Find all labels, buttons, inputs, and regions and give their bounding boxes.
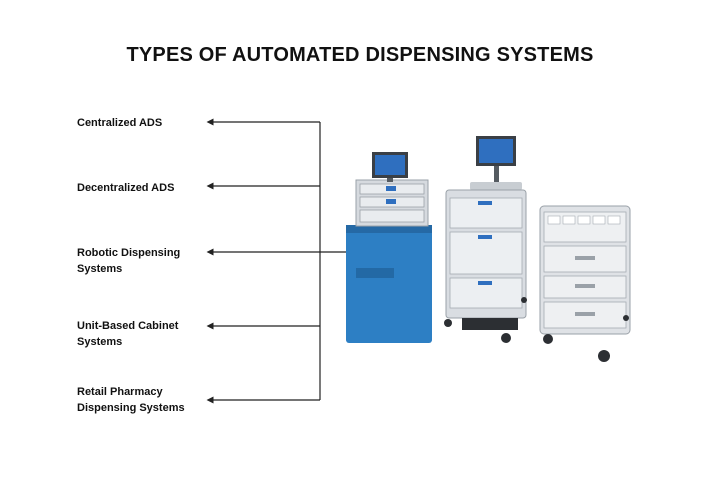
grey-cart-machine <box>444 136 527 343</box>
label-centralized-ads: Centralized ADS <box>77 117 163 129</box>
drawer-cart-machine <box>539 205 631 362</box>
label-retail-pharmacy: Retail Pharmacy Dispensing Systems <box>77 386 185 414</box>
blue-cabinet-machine <box>346 152 432 343</box>
label-decentralized-ads: Decentralized ADS <box>77 182 175 194</box>
label-robotic-dispensing: Robotic Dispensing Systems <box>77 247 181 275</box>
label-unit-based-cabinet: Unit-Based Cabinet Systems <box>77 320 179 348</box>
diagram-title: TYPES OF AUTOMATED DISPENSING SYSTEMS <box>126 44 594 66</box>
